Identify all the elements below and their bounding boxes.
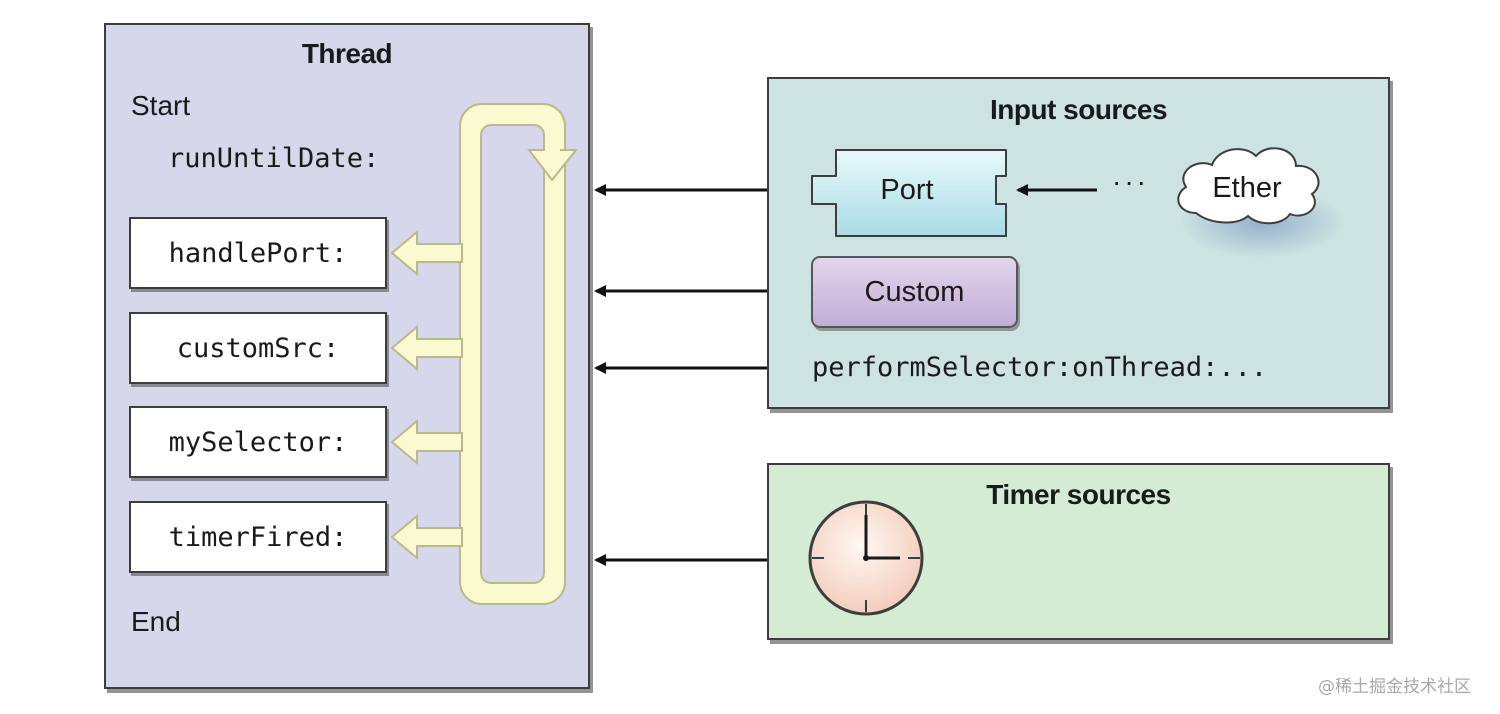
watermark: @稀土掘金技术社区: [1318, 677, 1471, 697]
port-label: Port: [880, 173, 934, 206]
dispatch-arrow-my-selector: [390, 418, 463, 466]
perform-selector-label: performSelector:onThread:...: [812, 352, 1268, 383]
input-sources-title: Input sources: [989, 94, 1168, 125]
ellipsis-dots: ···: [1112, 166, 1149, 197]
custom-src-box: customSrc:: [129, 312, 387, 384]
dispatch-arrow-custom-src: [390, 324, 463, 372]
dispatch-arrow-timer-fired: [390, 513, 463, 561]
clock-icon: [808, 500, 924, 616]
loop-arrow-icon: [459, 103, 579, 605]
dispatch-arrow-handle-port: [390, 229, 463, 277]
timer-fired-box: timerFired:: [129, 501, 387, 573]
my-selector-box: mySelector:: [129, 406, 387, 478]
dispatch-arrows: [390, 229, 463, 561]
ether-label: Ether: [1212, 171, 1282, 204]
custom-source-box: Custom: [811, 256, 1018, 328]
timer-sources-title: Timer sources: [986, 479, 1171, 510]
thread-title: Thread: [301, 38, 393, 69]
run-until-date-label: runUntilDate:: [168, 143, 380, 174]
port-shape: [811, 149, 1007, 237]
start-label: Start: [131, 90, 191, 121]
cloud-icon: [1177, 147, 1344, 258]
end-label: End: [131, 606, 181, 637]
handle-port-box: handlePort:: [129, 217, 387, 289]
